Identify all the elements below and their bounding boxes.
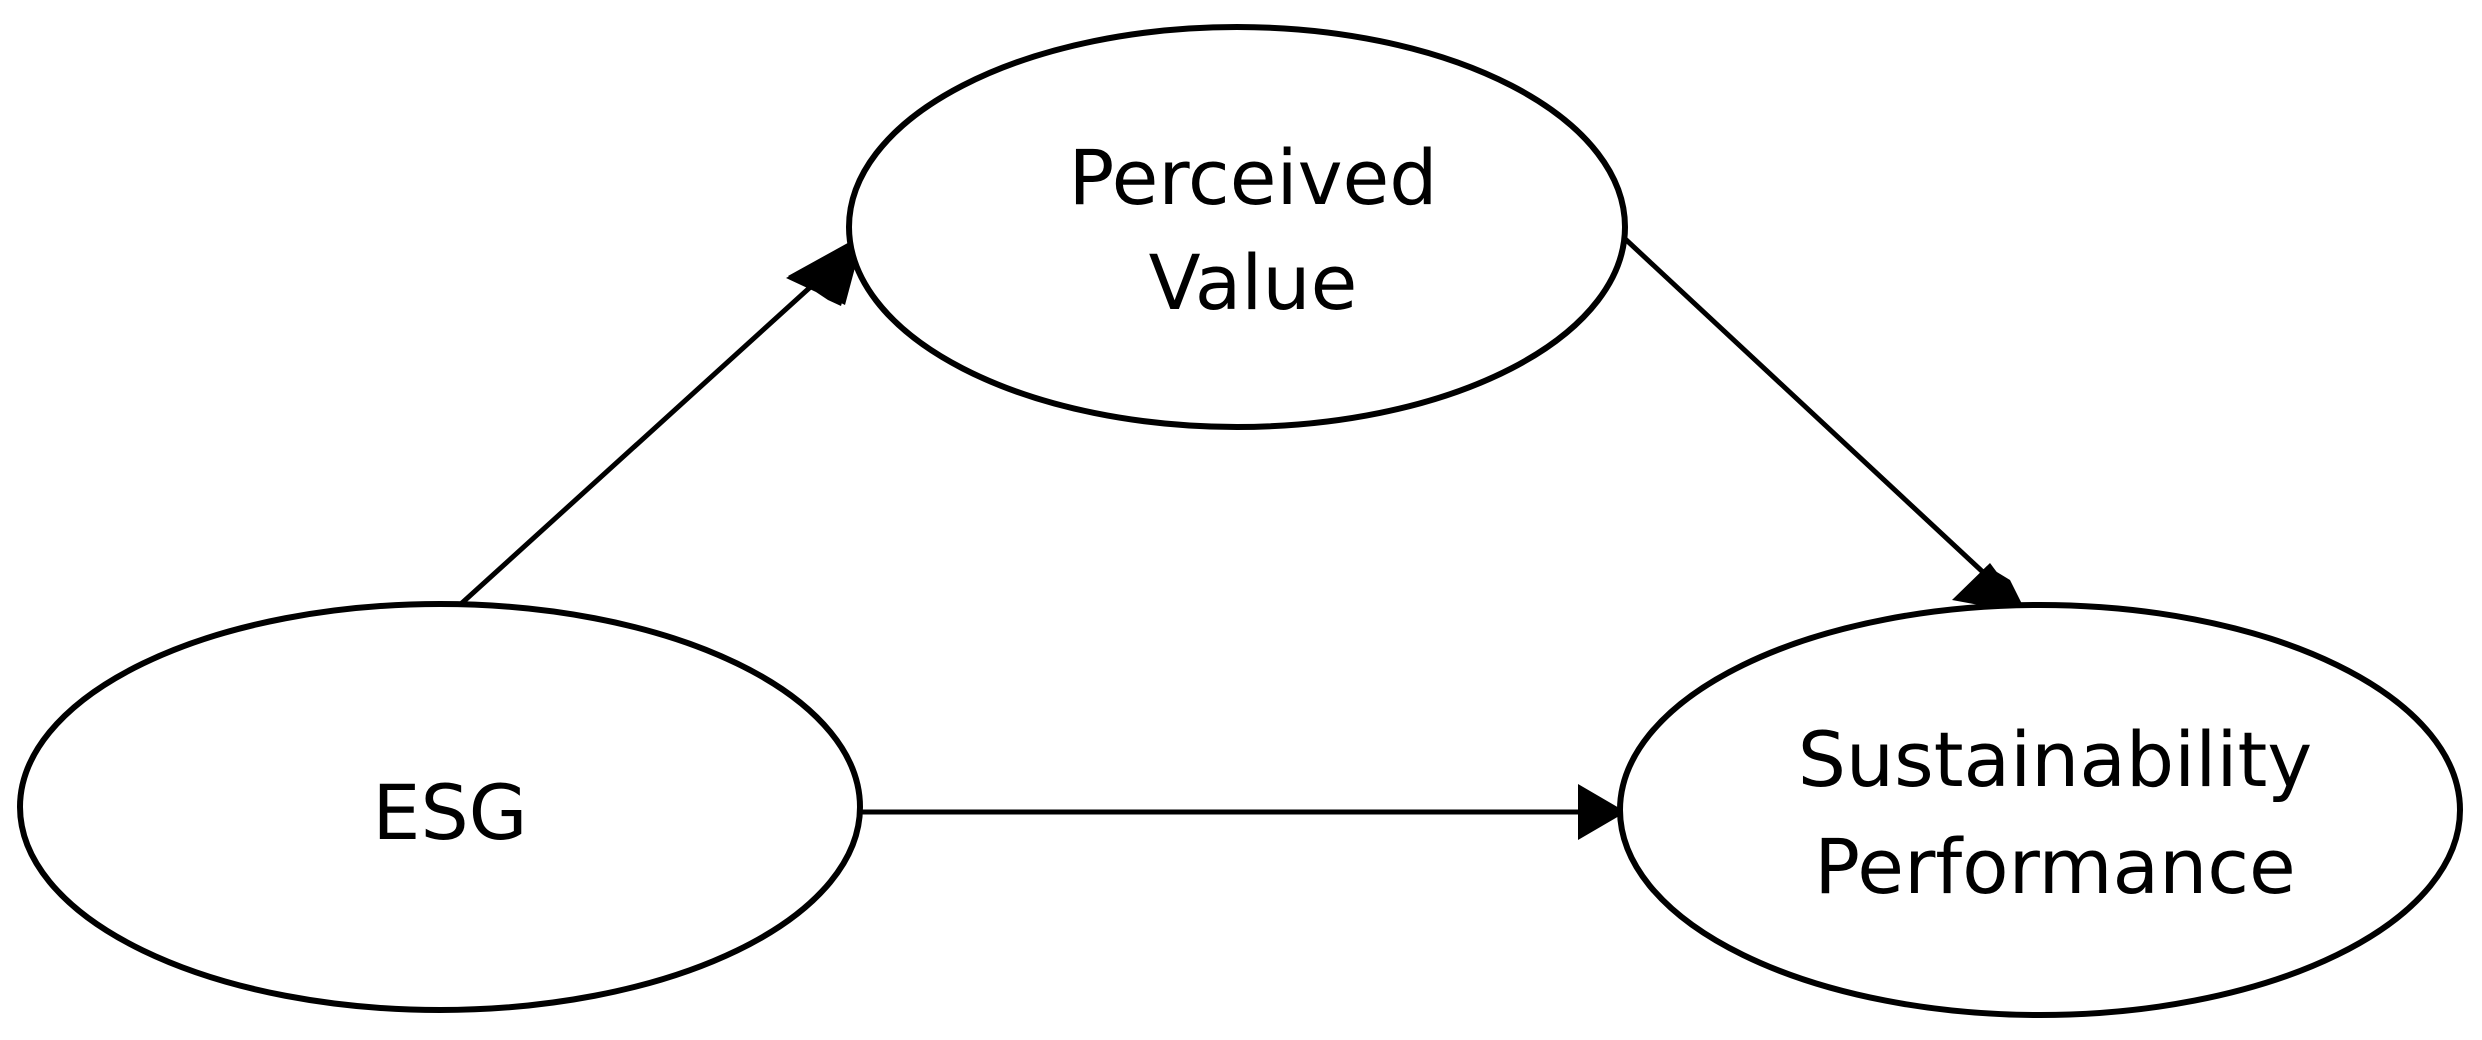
edge-esg-to-sustainability-performance[interactable] [858,784,1626,840]
node-esg-label-line1: ESG [372,768,527,857]
node-perceived-value[interactable]: Perceived Value [846,24,1628,430]
edge-line-esg-to-perceived-value [450,260,840,614]
node-perceived-value-label-line2: Value [1149,238,1358,327]
node-esg-ellipse [17,601,863,1013]
node-sustainability-performance-label-line1: Sustainability [1798,715,2313,804]
edge-perceived-value-to-sustainability-performance[interactable] [1620,234,2028,614]
arrowhead-icon-perceived-value-body [788,234,864,305]
node-perceived-value-ellipse [846,24,1628,430]
arrowhead-icon-sustainability-left [1578,784,1626,840]
node-sustainability-performance[interactable]: Sustainability Performance [1617,602,2463,1018]
arrowhead-icon-sustainability-top-body [1952,563,2028,614]
edge-line-perceived-value-to-sustainability [1620,234,2002,590]
node-perceived-value-label-line1: Perceived [1068,133,1437,222]
node-sustainability-performance-label-line2: Performance [1814,822,2296,911]
node-esg[interactable]: ESG [17,601,863,1013]
edge-esg-to-perceived-value[interactable] [450,234,864,614]
node-sustainability-performance-ellipse [1617,602,2463,1018]
